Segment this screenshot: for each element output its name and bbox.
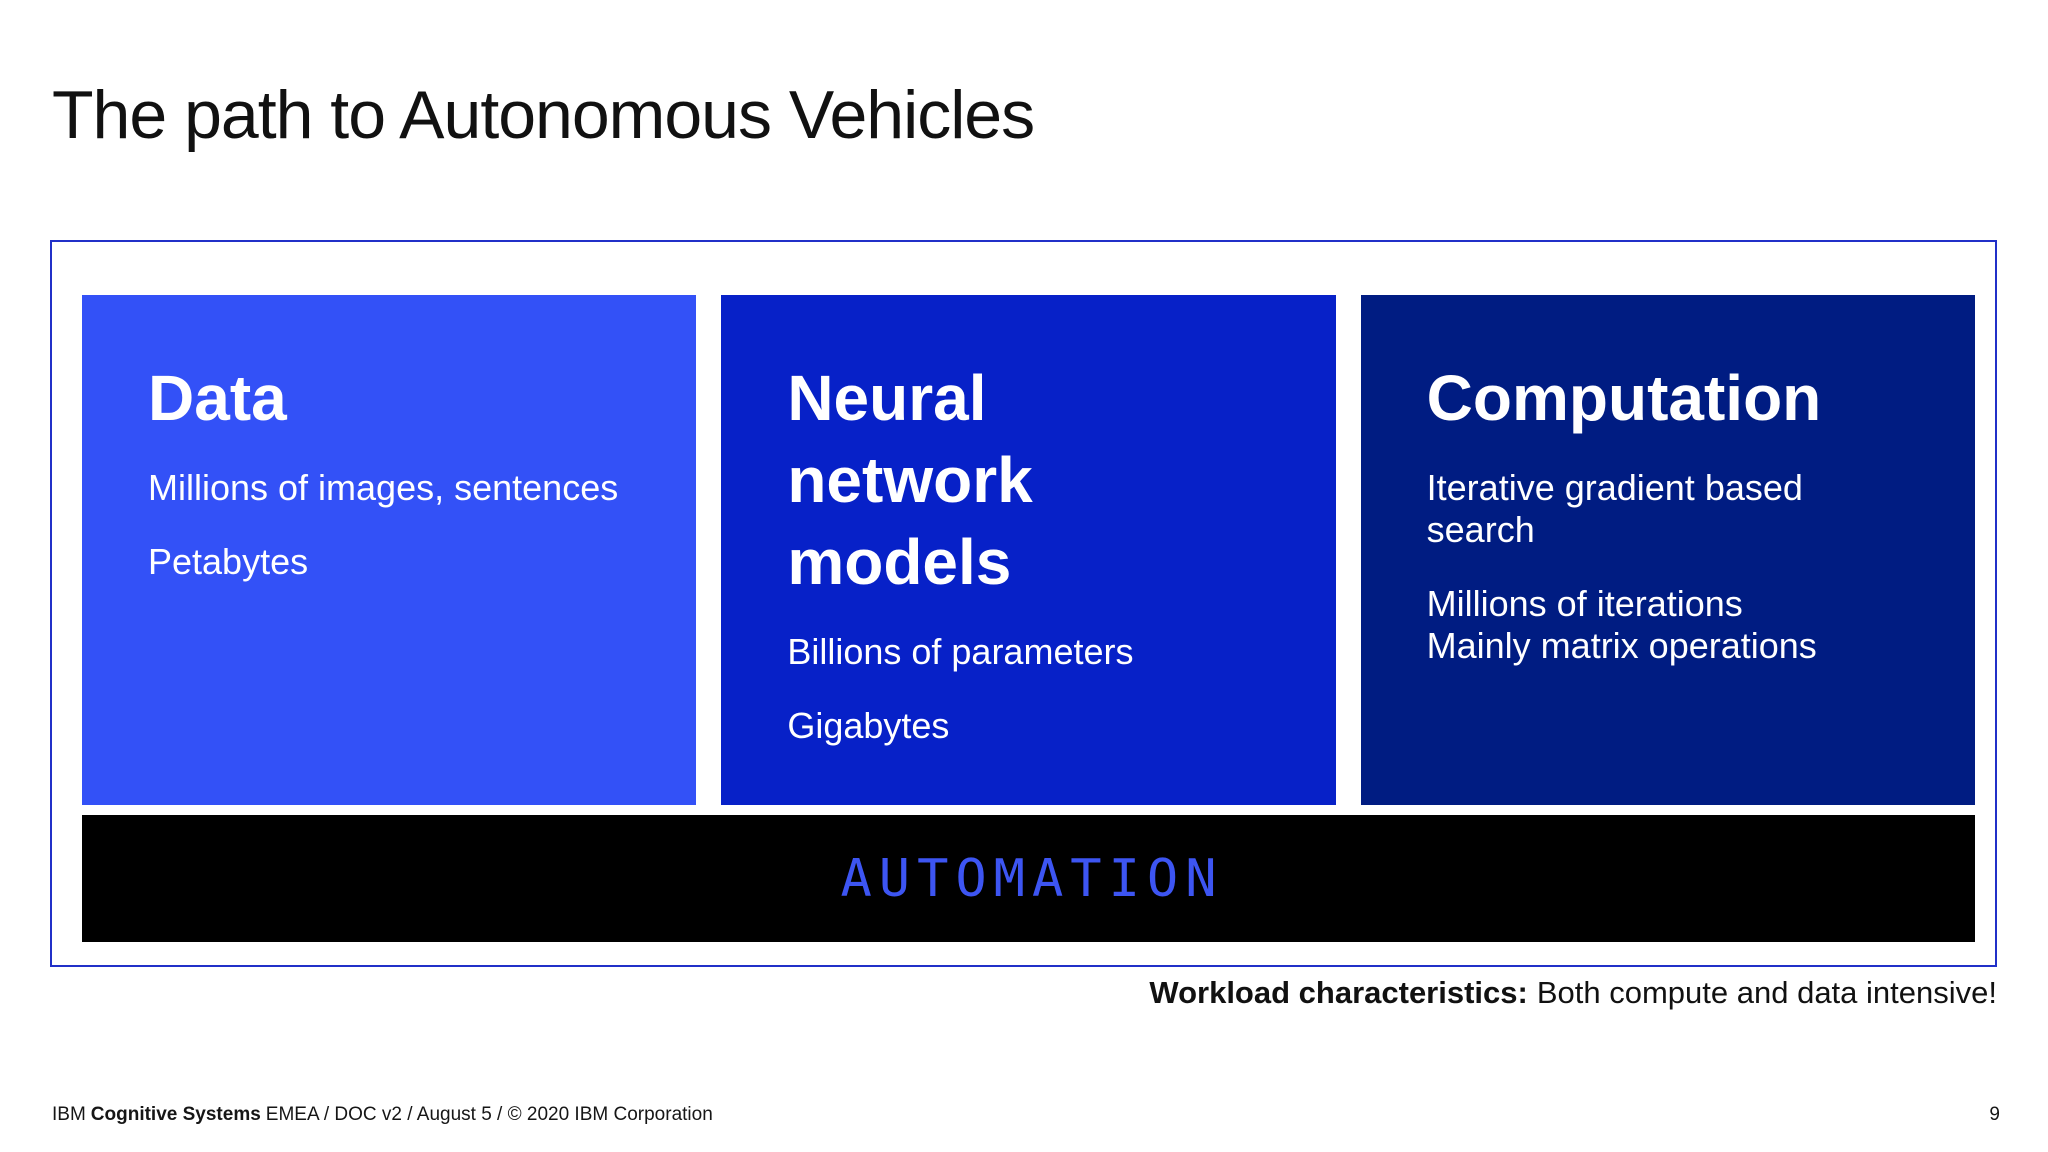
data-box-line-1: Millions of images, sentences xyxy=(148,467,619,508)
diagram-frame: Data Millions of images, sentences Petab… xyxy=(50,240,1997,967)
neural-network-models-box-line-1: Billions of parameters xyxy=(787,631,1134,672)
computation-box: Computation Iterative gradient based sea… xyxy=(1360,295,1975,805)
footer-org: IBM xyxy=(52,1104,86,1125)
slide-footer: IBM Cognitive Systems EMEA / DOC v2 / Au… xyxy=(52,1104,713,1126)
data-box: Data Millions of images, sentences Petab… xyxy=(82,295,697,805)
neural-network-models-box-title: Neural network models xyxy=(787,362,1033,598)
automation-bar: AUTOMATION xyxy=(82,815,1975,942)
computation-box-title: Computation xyxy=(1426,362,1822,434)
workload-caption-bold: Workload characteristics: xyxy=(1149,975,1528,1010)
neural-network-models-box: Neural network models Billions of parame… xyxy=(721,295,1336,805)
workload-caption-text: Both compute and data intensive! xyxy=(1536,975,1997,1010)
workload-caption: Workload characteristics: Both compute a… xyxy=(1149,973,1997,1013)
computation-box-line-1: Iterative gradient based search xyxy=(1426,467,1803,550)
data-box-line-2: Petabytes xyxy=(148,541,309,582)
footer-rest: EMEA / DOC v2 / August 5 / © 2020 IBM Co… xyxy=(265,1104,713,1125)
footer-org-bold: Cognitive Systems xyxy=(90,1104,261,1125)
diagram-boxes-row: Data Millions of images, sentences Petab… xyxy=(82,295,1975,805)
neural-network-models-box-line-2: Gigabytes xyxy=(787,705,950,746)
page-number: 9 xyxy=(1989,1104,2000,1125)
data-box-title: Data xyxy=(148,362,287,434)
automation-label: AUTOMATION xyxy=(840,848,1224,909)
computation-box-line-2: Millions of iterations Mainly matrix ope… xyxy=(1426,583,1817,666)
slide-title: The path to Autonomous Vehicles xyxy=(52,76,1035,153)
